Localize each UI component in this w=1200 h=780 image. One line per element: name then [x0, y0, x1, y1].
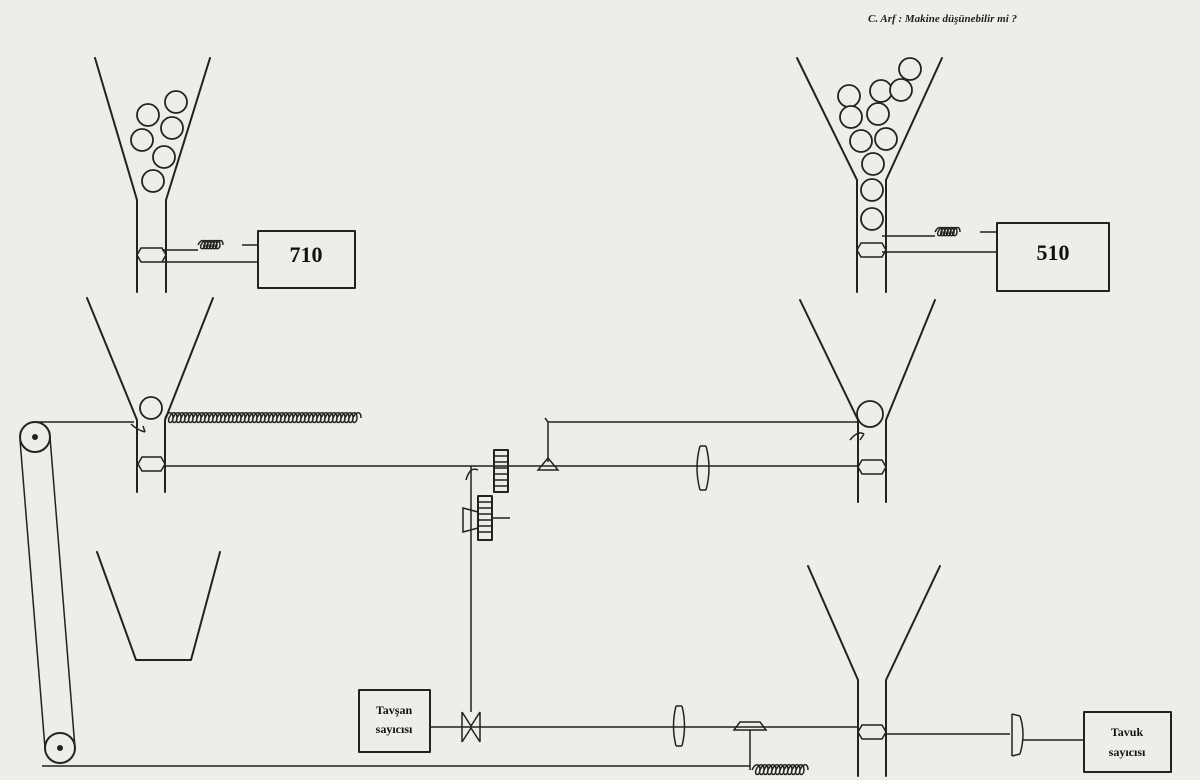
- rabbit-counter-label-2: sayıcısı: [376, 722, 413, 736]
- spring-top-left: [162, 239, 258, 263]
- belt-and-pulleys: [19, 421, 134, 764]
- count-right-text: 510: [1037, 240, 1070, 265]
- hopper-bottom-left: [96, 551, 221, 661]
- hopper-middle-right: [799, 299, 936, 503]
- counter-box-right: 510: [996, 222, 1110, 292]
- bottom-shaft: [430, 705, 858, 770]
- counter-box-left: 710: [257, 230, 356, 289]
- hopper-top-right: [796, 57, 943, 293]
- count-left-text: 710: [290, 242, 323, 267]
- spring-top-right: [882, 226, 997, 253]
- rabbit-counter-box: Tavşan sayıcısı: [358, 689, 431, 753]
- hopper-middle-left: [86, 297, 214, 493]
- chicken-counter-box: Tavuk sayıcısı: [886, 711, 1172, 773]
- hopper-bottom-right: [807, 565, 941, 777]
- long-spring-upper: [164, 412, 858, 462]
- chicken-counter-label-2: sayıcısı: [1109, 745, 1146, 759]
- rabbit-counter-label-1: Tavşan: [376, 703, 413, 717]
- gear-assembly: [462, 449, 510, 712]
- running-header: C. Arf : Makine düşünebilir mi ?: [868, 13, 1018, 25]
- spring-bottom: [42, 764, 809, 776]
- middle-shaft: [165, 445, 858, 491]
- chicken-counter-label-1: Tavuk: [1111, 725, 1144, 739]
- hopper-top-left: [94, 57, 211, 293]
